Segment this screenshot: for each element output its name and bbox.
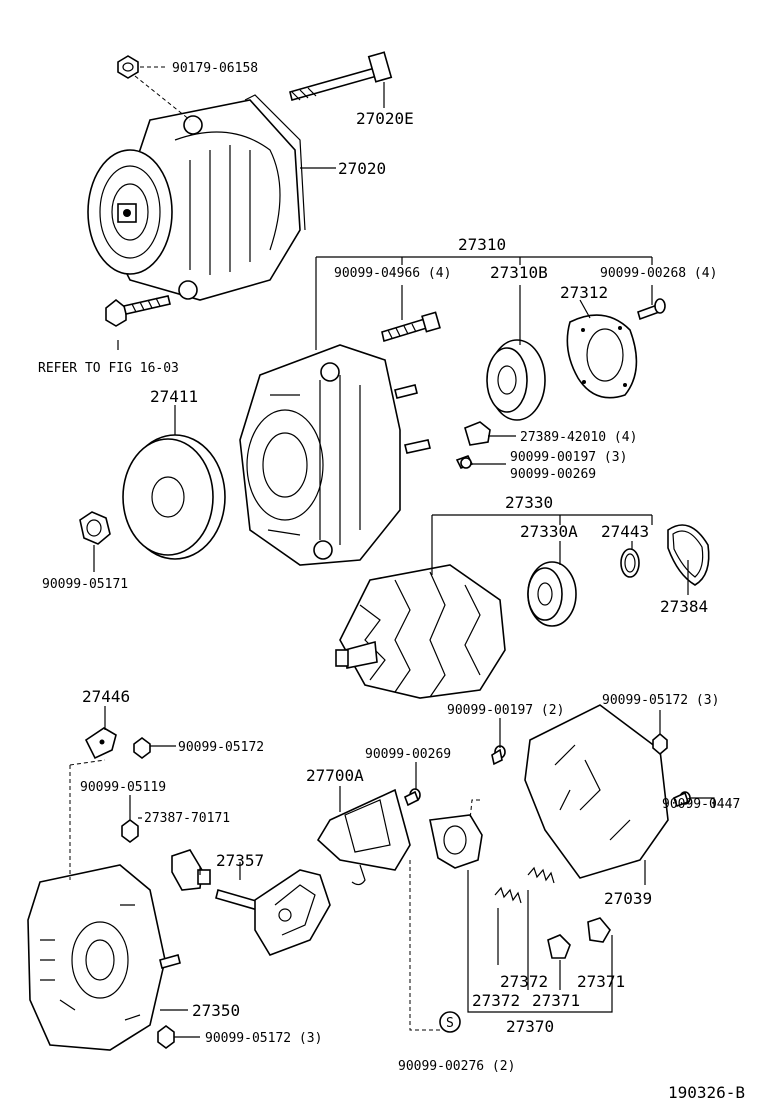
bearing-27310b[interactable] [486,339,546,421]
washer-90099-00276[interactable] [439,1011,461,1033]
brush-holder-27357[interactable] [215,869,331,956]
label-90099-05171: 90099-05171 [42,577,128,592]
rear-cover-27039[interactable] [524,704,669,879]
gasket-27384[interactable] [667,524,710,586]
pulley-27411[interactable] [122,434,226,560]
label-90099-00269-a: 90099-00269 [510,467,596,482]
insulator-27387-70171[interactable] [171,849,211,891]
label-27443: 27443 [601,522,649,541]
washer-s-symbol: S [446,1016,454,1031]
label-90099-00268: 90099-00268 (4) [600,266,717,281]
label-90099-04966: 90099-04966 (4) [334,266,451,281]
through-bolt-27020e[interactable] [289,51,393,101]
bracket-27446[interactable] [84,727,117,760]
label-27384: 27384 [660,597,708,616]
screw-90099-00197[interactable] [455,455,474,469]
screw-90099-00268[interactable] [637,298,666,321]
bearing-27330a[interactable] [527,561,577,627]
regulator-27700a[interactable] [316,788,411,886]
label-27371-a: 27371 [577,972,625,991]
label-27371-b: 27371 [532,991,580,1010]
label-27446: 27446 [82,687,130,706]
nut-90099-05172-c[interactable] [157,1025,175,1049]
label-90099-00269-b: 90099-00269 [365,747,451,762]
nut-90099-05119[interactable] [121,819,139,843]
label-refer-fig: REFER TO FIG 16-03 [38,361,179,376]
label-90099-05119: 90099-05119 [80,780,166,795]
label-27330: 27330 [505,493,553,512]
spring-27372-a[interactable] [494,886,522,904]
drive-end-frame-27310[interactable] [239,344,431,566]
label-27372-a: 27372 [500,972,548,991]
screw-90099-00269-b[interactable] [403,788,421,807]
stud-bolt-90099-04966[interactable] [381,311,441,343]
nut-90179-06158[interactable] [117,55,139,79]
label-27330a: 27330A [520,522,578,541]
label-27310b: 27310B [490,263,548,282]
label-27020: 27020 [338,159,386,178]
label-27310: 27310 [458,235,506,254]
figure-id: 190326-B [668,1083,745,1102]
label-90099-05172-3b: 90099-05172 (3) [205,1031,322,1046]
label-27370: 27370 [506,1017,554,1036]
label-90099-00197-2: 90099-00197 (2) [447,703,564,718]
brush-27371-a[interactable] [547,934,571,959]
label-27372-b: 27372 [472,991,520,1010]
label-27350: 27350 [192,1001,240,1020]
screw-90099-00197-b[interactable] [491,745,506,766]
label-90099-00197-3: 90099-00197 (3) [510,450,627,465]
label-27387-70171: 27387-70171 [144,811,230,826]
spring-27372-b[interactable] [527,866,555,884]
label-90099-05172-3a: 90099-05172 (3) [602,693,719,708]
label-90099-0447: 90099-0447 [662,797,740,812]
retainer-plate-27312[interactable] [566,314,638,399]
label-27389-42010: 27389-42010 (4) [520,430,637,445]
label-27700a: 27700A [306,766,364,785]
mounting-bolt[interactable] [105,295,171,327]
clip-27389-42010[interactable] [464,421,491,446]
leader-lines [69,66,715,1038]
brush-27371-b[interactable] [587,917,611,943]
rotor-27330[interactable] [335,564,506,699]
rear-end-frame-27350[interactable] [27,864,181,1051]
label-27020e: 27020E [356,109,414,128]
label-27411: 27411 [150,387,198,406]
label-27039: 27039 [604,889,652,908]
nut-90099-05171[interactable] [79,511,111,545]
nut-90099-05172-a[interactable] [133,737,151,759]
label-90099-05172: 90099-05172 [178,740,264,755]
ring-27443[interactable] [620,548,640,578]
brush-holder-27370[interactable] [429,814,483,869]
label-90099-00276: 90099-00276 (2) [398,1059,515,1074]
alternator-assembly-27020[interactable] [87,94,306,301]
label-27312: 27312 [560,283,608,302]
label-90179-06158: 90179-06158 [172,61,258,76]
label-27357: 27357 [216,851,264,870]
